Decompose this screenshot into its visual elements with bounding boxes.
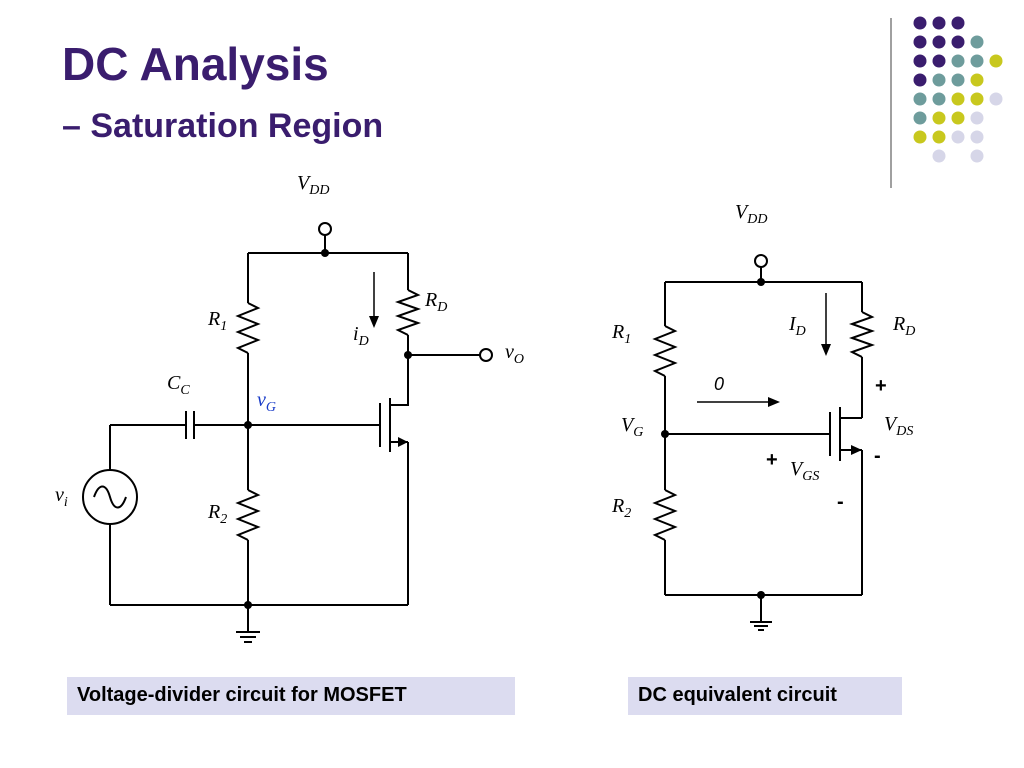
gate-current-label: 0 [714, 374, 724, 394]
vo-label: vO [505, 341, 524, 367]
rd-label: RD [892, 313, 915, 339]
rd-resistor [848, 311, 876, 358]
vdd-label: VDD [297, 172, 329, 198]
id-label: iD [353, 323, 369, 349]
voltage-divider-circuit: VDD R1 R2 RD CC iD vG vO vi [55, 172, 524, 643]
r1-resistor [652, 325, 678, 377]
slide-title: DC Analysis [62, 38, 329, 90]
vi-label: vi [55, 484, 68, 510]
r2-resistor [235, 489, 261, 541]
ground-icon [236, 631, 260, 643]
vdd-label: VDD [735, 201, 767, 227]
vo-terminal [479, 348, 493, 362]
right-circuit-caption: DC equivalent circuit [628, 677, 902, 715]
r1-resistor [235, 302, 261, 354]
r1-label: R1 [611, 321, 631, 347]
left-circuit-caption: Voltage-divider circuit for MOSFET [67, 677, 515, 715]
decorative-dot-grid [913, 16, 1003, 163]
vgs-label: VGS [790, 458, 819, 484]
vds-minus-sign: - [874, 445, 881, 467]
vgs-plus-sign: + [766, 449, 778, 471]
r1-label: R1 [207, 308, 227, 334]
rd-label: RD [424, 289, 447, 315]
dc-equivalent-circuit: VDD R1 R2 RD ID VG VDS VGS 0 + - + - [611, 201, 915, 631]
cc-label: CC [167, 372, 190, 398]
mosfet-symbol [379, 398, 409, 605]
vg-label: vG [257, 389, 276, 415]
rd-resistor [394, 289, 422, 336]
vgs-minus-sign: - [837, 491, 844, 513]
ground-icon [750, 621, 772, 631]
vdd-terminal [318, 222, 332, 236]
vds-label: VDS [884, 413, 913, 439]
vds-plus-sign: + [875, 375, 887, 397]
r2-label: R2 [207, 501, 227, 527]
r2-resistor [652, 489, 678, 541]
vg-label: VG [621, 414, 643, 440]
id-label: ID [788, 313, 806, 339]
mosfet-symbol [829, 407, 863, 595]
slide-subtitle: – Saturation Region [62, 107, 384, 145]
r2-label: R2 [611, 495, 631, 521]
vdd-terminal [754, 254, 768, 268]
